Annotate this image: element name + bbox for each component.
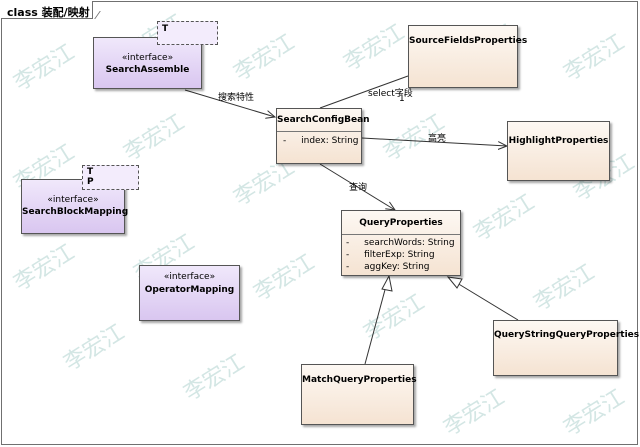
stereotype-label: «interface» — [47, 195, 99, 205]
template-parameter-box: T P — [82, 165, 139, 190]
query-relation-line — [319, 163, 395, 210]
match-query-properties-class[interactable]: MatchQueryProperties — [301, 364, 417, 425]
class-name: QueryStringQueryProperties — [494, 330, 640, 340]
attribute-text: index: String — [301, 136, 359, 146]
source-fields-properties-class[interactable]: SourceFieldsProperties — [408, 25, 528, 88]
query-properties-class[interactable]: QueryProperties - searchWords: String - … — [341, 210, 461, 276]
class-name: SourceFieldsProperties — [409, 36, 528, 46]
select-relation-label: select字段 — [368, 89, 413, 99]
operator-mapping-interface[interactable]: «interface» OperatorMapping — [139, 265, 240, 321]
attribute-visibility: - — [346, 238, 350, 248]
attribute-text: filterExp: String — [364, 250, 435, 260]
attribute-text: searchWords: String — [364, 238, 455, 248]
attribute-visibility: - — [346, 262, 350, 272]
class-name: OperatorMapping — [144, 285, 235, 295]
match-generalization-arrowhead — [381, 274, 393, 292]
select-relation-line — [319, 75, 409, 109]
attribute-row: - index: String — [283, 136, 359, 146]
attribute-row: - filterExp: String — [346, 250, 435, 260]
compartment-divider — [342, 234, 460, 235]
query-string-query-properties-class[interactable]: QueryStringQueryProperties — [493, 320, 640, 376]
class-name: SearchAssemble — [105, 65, 190, 75]
frame-tab: class 装配/映射 — [1, 1, 93, 19]
attribute-visibility: - — [283, 136, 287, 146]
search-config-bean-class[interactable]: SearchConfigBean - index: String — [276, 108, 370, 164]
compartment-divider — [277, 131, 361, 132]
highlight-properties-class[interactable]: HighlightProperties — [507, 121, 610, 181]
highlight-relation-label: 高亮 — [428, 134, 447, 144]
class-name: QueryProperties — [359, 218, 443, 228]
class-name: MatchQueryProperties — [302, 375, 417, 385]
attribute-row: - aggKey: String — [346, 262, 429, 272]
template-param: T — [162, 24, 169, 34]
highlight-relation-line — [361, 137, 507, 146]
search-relation-label: 搜索特性 — [218, 93, 255, 103]
querystring-generalization-line — [456, 282, 519, 321]
querystring-generalization-arrowhead — [446, 276, 463, 289]
template-param: T — [87, 167, 94, 177]
query-relation-label: 查询 — [349, 183, 368, 193]
stereotype-label: «interface» — [121, 53, 174, 63]
attribute-row: - searchWords: String — [346, 238, 455, 248]
match-generalization-line — [364, 285, 387, 365]
attribute-text: aggKey: String — [364, 262, 430, 272]
search-relation-line — [184, 89, 275, 117]
attribute-visibility: - — [346, 250, 350, 260]
class-name: HighlightProperties — [508, 136, 609, 146]
template-parameter-box: T — [157, 21, 218, 45]
frame-title: class 装配/映射 — [7, 6, 90, 19]
stereotype-label: «interface» — [163, 272, 216, 282]
template-param: P — [87, 177, 94, 187]
select-multiplicity: 1 — [399, 94, 405, 104]
class-name: SearchConfigBean — [277, 115, 370, 125]
search-assemble-interface[interactable]: «interface» SearchAssemble — [93, 37, 202, 89]
class-name: SearchBlockMapping — [22, 207, 129, 217]
